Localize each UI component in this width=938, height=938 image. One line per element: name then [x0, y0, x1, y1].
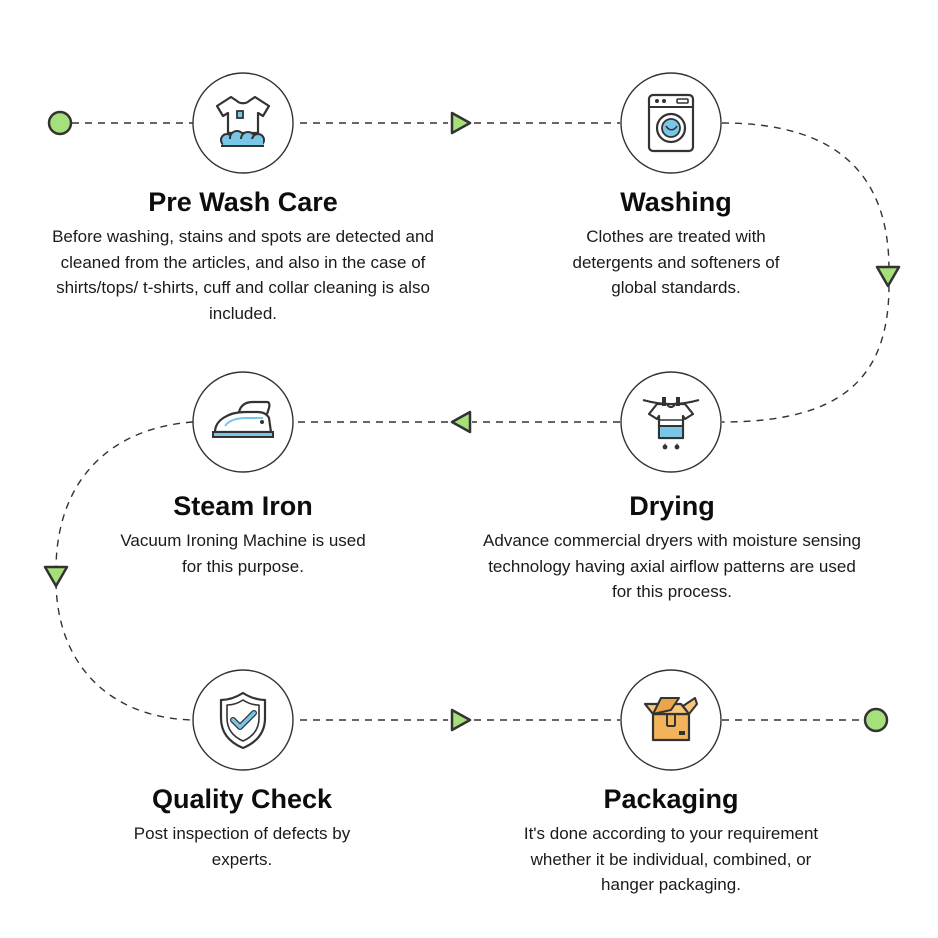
- step-title: Drying: [629, 491, 715, 521]
- clothesline-shirt-icon: [642, 397, 700, 450]
- washing-machine-icon: [647, 93, 695, 153]
- connector-curve: [721, 122, 890, 271]
- step-title: Steam Iron: [173, 491, 313, 521]
- tshirt-bubbles-icon: [215, 95, 271, 147]
- connector-curve: [55, 421, 194, 569]
- step-title: Packaging: [603, 784, 739, 814]
- cardboard-box-icon: [643, 697, 698, 742]
- arrow-down-icon: [43, 565, 69, 588]
- arrow-right-icon: [450, 708, 472, 732]
- steam-iron-icon: [212, 400, 274, 438]
- step-description: Post inspection of defects by experts.: [133, 824, 351, 869]
- step-description: Clothes are treated with detergents and …: [572, 227, 780, 297]
- step-description: Before washing, stains and spots are det…: [52, 227, 434, 323]
- step-description: Advance commercial dryers with moisture …: [483, 531, 861, 601]
- step-title: Quality Check: [151, 784, 333, 814]
- connector-curve: [55, 581, 194, 721]
- start-dot: [47, 110, 73, 136]
- step-description: It's done according to your requirement …: [523, 824, 819, 894]
- step-quality-check: Quality Check Post inspection of defects…: [132, 783, 352, 872]
- step-description: Vacuum Ironing Machine is used for this …: [120, 531, 366, 576]
- step-packaging: Packaging It's done according to your re…: [506, 783, 836, 898]
- connector-curve: [721, 284, 890, 423]
- step-pre-wash-care: Pre Wash Care Before washing, stains and…: [48, 186, 438, 326]
- step-steam-iron: Steam Iron Vacuum Ironing Machine is use…: [118, 490, 368, 579]
- arrow-right-icon: [450, 111, 472, 135]
- arrow-left-icon: [450, 410, 472, 434]
- arrow-down-icon: [875, 265, 901, 288]
- end-dot: [863, 707, 889, 733]
- shield-check-icon: [219, 691, 267, 750]
- step-title: Pre Wash Care: [148, 187, 338, 217]
- step-title: Washing: [620, 187, 732, 217]
- step-washing: Washing Clothes are treated with deterge…: [556, 186, 796, 301]
- step-drying: Drying Advance commercial dryers with mo…: [482, 490, 862, 605]
